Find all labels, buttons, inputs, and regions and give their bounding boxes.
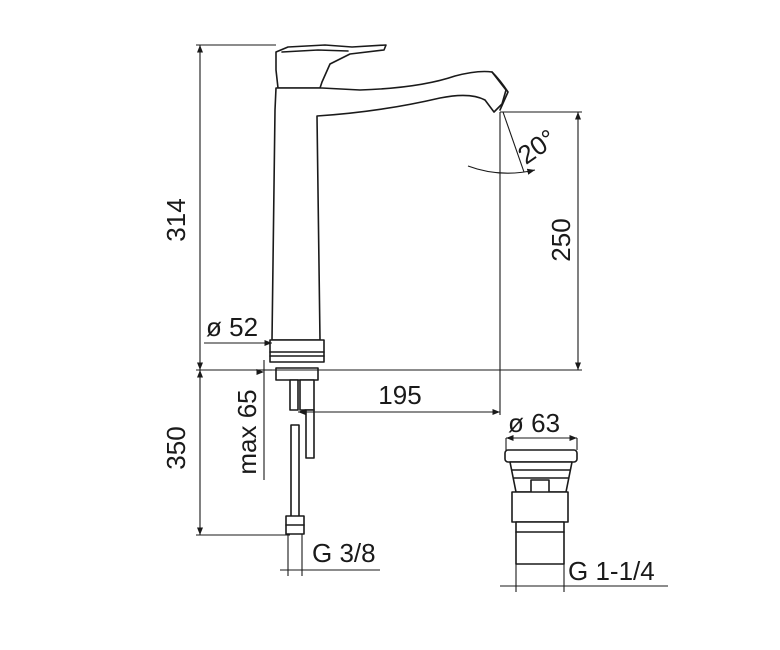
- faucet-column: [271, 70, 507, 341]
- faucet-body: [269, 44, 509, 535]
- dim-base-diameter: ø 52: [206, 312, 258, 342]
- dim-waste-thread: G 1-1/4: [568, 556, 655, 586]
- dim-spout-reach: 195: [378, 380, 421, 410]
- dimension-lines: [196, 44, 668, 592]
- dim-swivel-angle: 20°: [512, 123, 561, 170]
- faucet-base: [269, 339, 325, 363]
- waste-thread: [515, 521, 565, 565]
- waste-cap: [504, 449, 578, 463]
- dim-below-deck: 350: [161, 426, 191, 469]
- flex-hose: [290, 424, 300, 526]
- waste-drain: [504, 449, 578, 565]
- dim-max-deck: max 65: [232, 389, 262, 474]
- dim-inlet-thread: G 3/8: [312, 538, 376, 568]
- dim-spout-height: 250: [546, 218, 576, 261]
- dim-total-height: 314: [161, 198, 191, 241]
- dim-waste-diameter: ø 63: [508, 408, 560, 438]
- waste-body: [511, 491, 569, 523]
